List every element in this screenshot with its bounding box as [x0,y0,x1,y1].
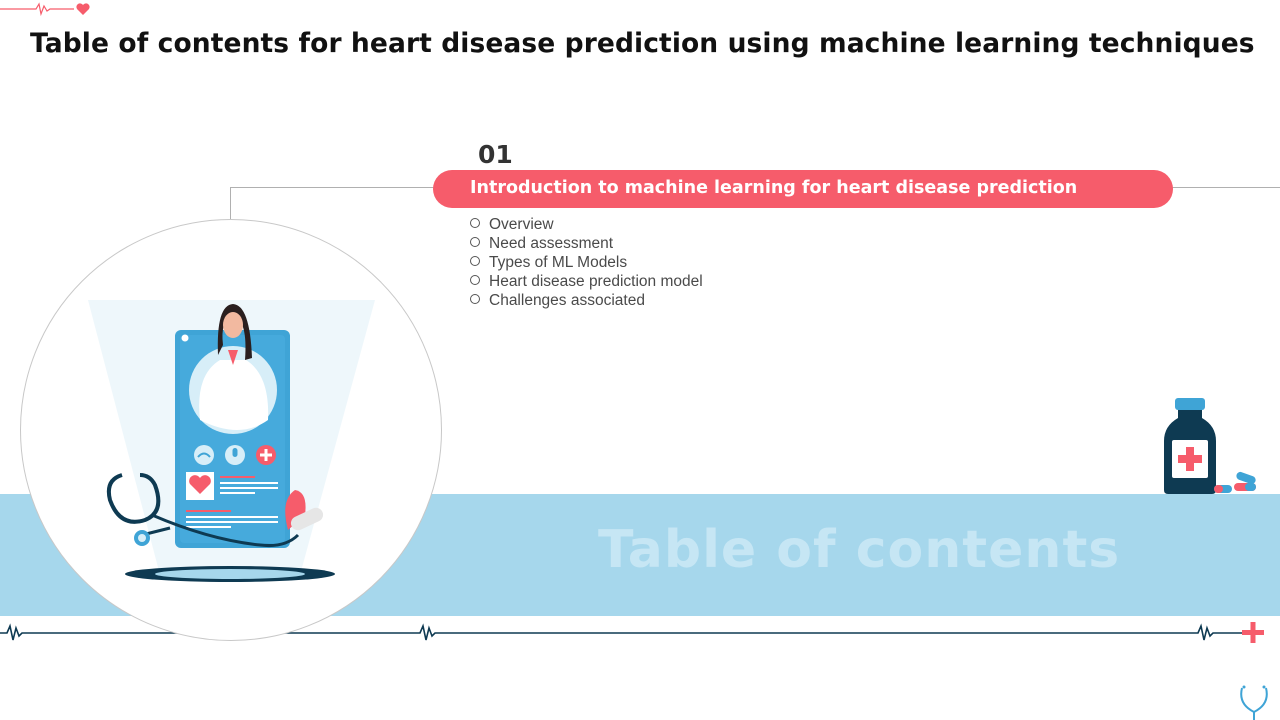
bullet-circle-icon [470,218,480,228]
section-heading-pill[interactable]: Introduction to machine learning for hea… [433,170,1173,208]
connector-line [1172,187,1280,188]
section-items-list: Overview Need assessment Types of ML Mod… [470,215,703,310]
bullet-circle-icon [470,237,480,247]
doctor-phone-illustration [88,300,375,582]
bullet-circle-icon [470,275,480,285]
list-item[interactable]: Heart disease prediction model [470,272,703,291]
list-item[interactable]: Overview [470,215,703,234]
ecg-line-icon [0,622,1264,643]
pills-icon [1214,471,1256,493]
connector-line [230,187,435,188]
section-number: 01 [478,140,513,169]
band-watermark-text: Table of contents [598,520,1121,580]
section-heading: Introduction to machine learning for hea… [470,178,1078,198]
plus-icon [1242,622,1264,643]
list-item[interactable]: Types of ML Models [470,253,703,272]
list-item[interactable]: Challenges associated [470,291,703,310]
bullet-circle-icon [470,294,480,304]
heartbeat-line-icon [0,2,90,17]
stethoscope-icon [1240,685,1268,720]
page-title: Table of contents for heart disease pred… [30,28,1255,59]
connector-line [230,188,231,220]
bullet-circle-icon [470,256,480,266]
medicine-bottle-icon [1164,398,1256,494]
list-item[interactable]: Need assessment [470,234,703,253]
